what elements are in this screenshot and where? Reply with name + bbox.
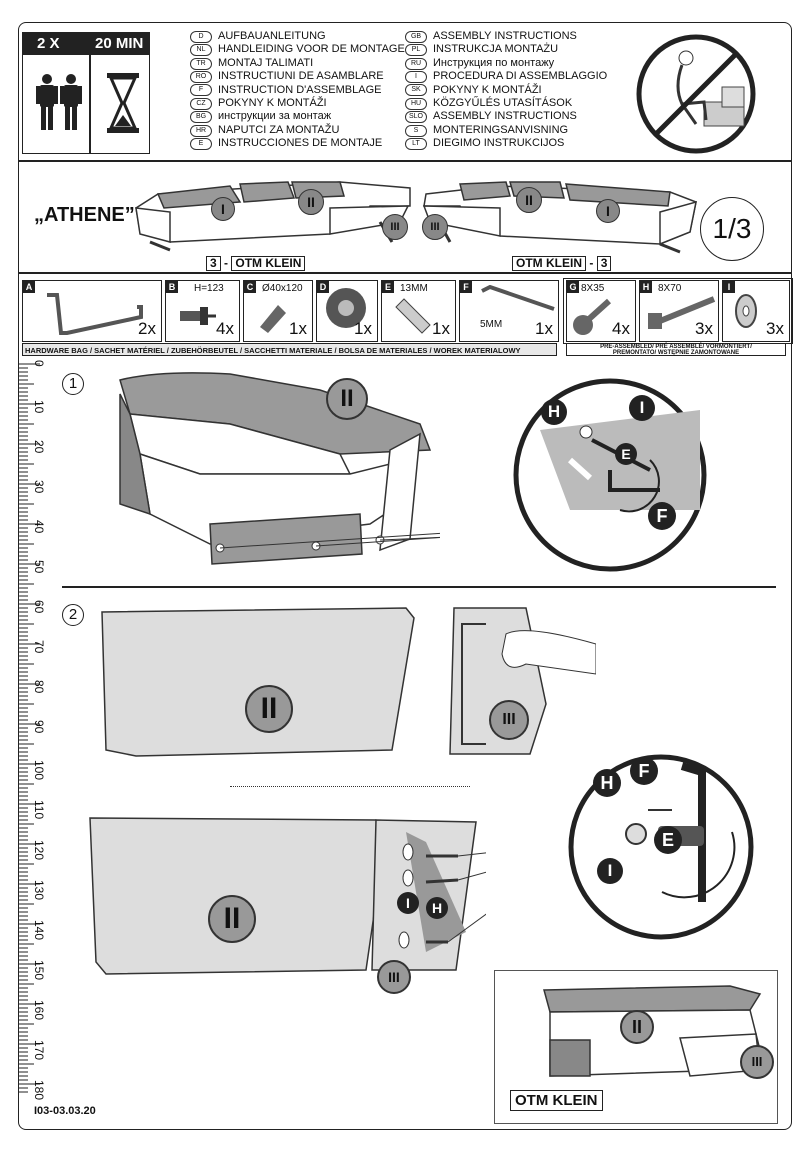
hardware-D: D 1x [316,280,378,342]
hardware-H: H 8X70 3x [639,280,719,342]
bolt-long-icon [648,296,716,329]
measuring-ruler: 0 10 20 30 40 50 60 70 80 90 100 110 120… [18,360,60,1100]
two-persons-icon [36,74,82,130]
part-II-badge: II [298,189,324,215]
hardware-I: I 3x [722,280,790,342]
socket-wrench-icon [395,298,431,334]
preassembled-label: PRE-ASSEMBLED/ PRÉ ASSEMBLÉ/ VORMONTIERT… [566,343,786,356]
page-indicator: 1/3 [700,197,764,261]
glide-icon [326,288,366,328]
washer-I-badge-step1: I [629,395,655,421]
hardware-A: A 2x [22,280,162,342]
panel-III-top [449,607,596,755]
step-1-number: 1 [62,373,84,395]
part-III-badge-right: III [422,214,448,240]
tool-H-badge-step1: H [541,399,567,425]
tool-F-badge-detail2: F [630,757,658,785]
result-module-label: OTM KLEIN [510,1090,603,1111]
leg-icon [180,307,216,325]
part-III-badge: III [382,214,408,240]
dotted-separator [230,786,470,787]
washer-icon [735,294,757,328]
step-2-number: 2 [62,604,84,626]
hardware-bag-label: HARDWARE BAG / SACHET MATÉRIEL / ZUBEHÖR… [22,343,557,356]
part-II-label-result: II [620,1010,654,1044]
time-estimate: 20 MIN [95,35,144,52]
ruler-ticks [18,363,40,1093]
persons-time-box: 2 X 20 MIN [22,32,150,154]
washer-I-badge-step2: I [397,892,419,914]
hardware-G: G 8X35 4x [566,280,636,342]
document-code: I03-03.03.20 [34,1105,96,1117]
tool-F-badge-step1: F [648,502,676,530]
part-II-label-step2a: II [245,685,293,733]
hex-key-icon [481,285,555,311]
product-name: „ATHENE” [34,204,135,226]
part-III-label-step2b: III [377,960,411,994]
hardware-B: B H=123 4x [165,280,240,342]
foot-icon [260,305,286,333]
tool-E-badge-detail2: E [654,826,682,854]
part-I-badge-right: I [596,199,620,223]
persons-count: 2 X [37,35,60,52]
bracket-icon [47,293,143,335]
part-I-badge: I [211,197,235,221]
persons-time-header: 2 X 20 MIN [23,33,149,55]
part-III-label-result: III [740,1045,774,1079]
do-not-sit-warning-icon [636,34,756,154]
tool-E-badge-step1: E [615,443,637,465]
result-sofa-illustration [543,985,762,1077]
hardware-E: E 13MM 1x [381,280,456,342]
step-1-sofa-illustration [119,372,440,565]
sofa-overview-right [422,181,697,254]
washer-I-badge-detail2: I [597,858,623,884]
hardware-C: C Ø40x120 1x [243,280,313,342]
hourglass-icon [107,73,139,133]
bolt-H-badge-detail2: H [593,769,621,797]
sofa-overview-left [135,181,411,252]
panel-II-top [101,607,415,757]
right-module-label: OTM KLEIN - 3 [512,256,612,271]
step-1-detail-circle [513,378,707,572]
part-II-badge-right: II [516,187,542,213]
bolt-short-icon [573,298,611,335]
hardware-F: F 5MM 1x [459,280,559,342]
header-divider [18,160,792,162]
left-module-label: 3 - OTM KLEIN [206,256,306,271]
part-II-label-step1: II [326,378,368,420]
panel-II-III-assembly [89,817,486,975]
part-II-label-step2b: II [208,895,256,943]
bolt-H-badge-step2: H [426,897,448,919]
part-III-label-step2a: III [489,700,529,740]
overview-divider [18,272,792,274]
result-box [494,970,778,1124]
step-divider [62,586,776,588]
